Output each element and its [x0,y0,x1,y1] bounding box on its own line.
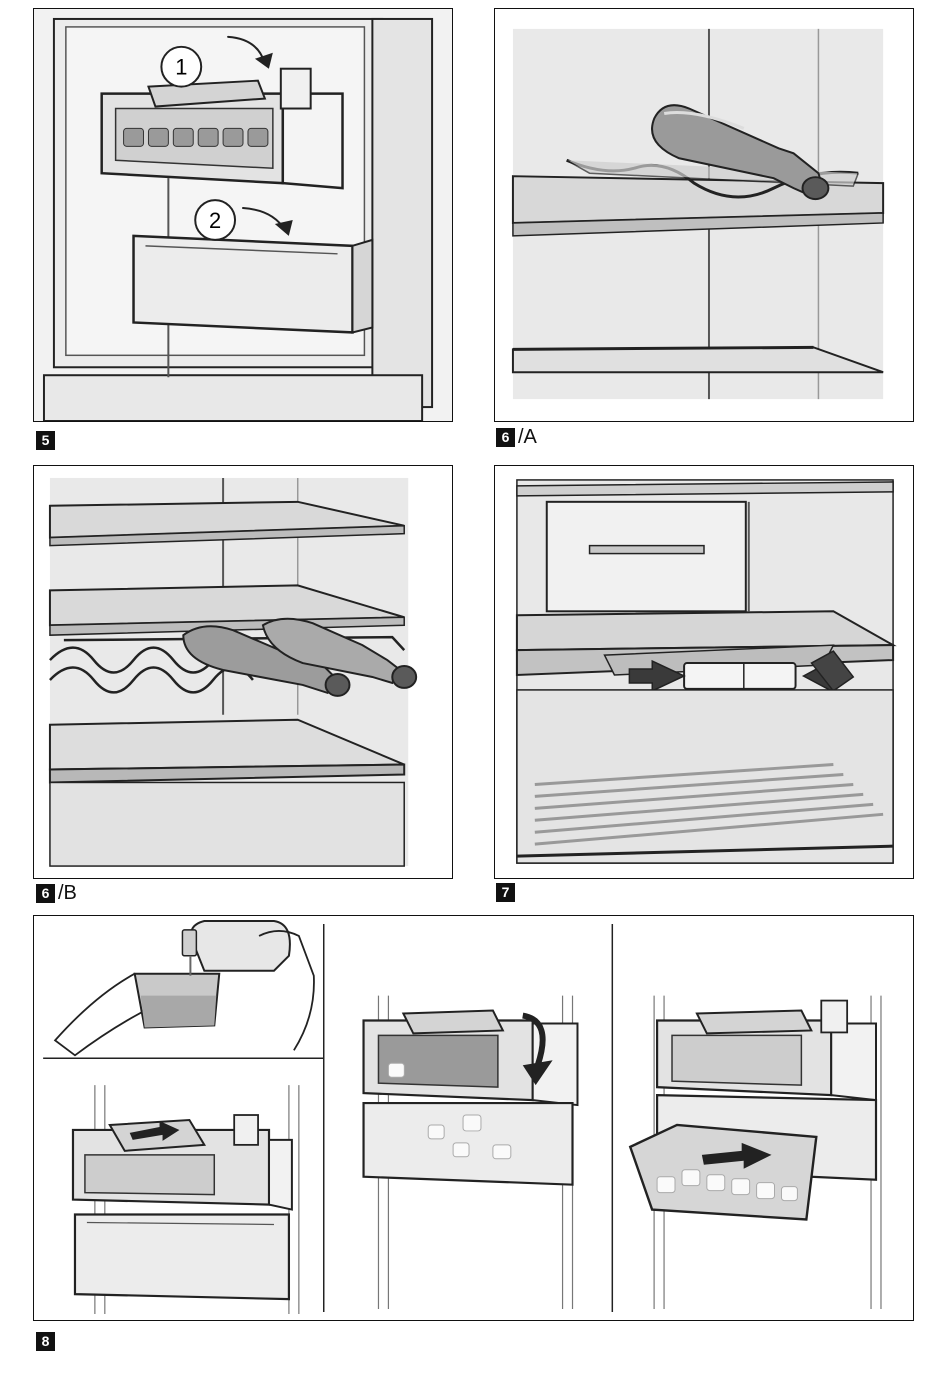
caption-figure-7: 7 [496,883,518,902]
figure-number-badge: 6 [36,884,55,903]
figure-6a-illustration [494,8,914,422]
figure-7-illustration [494,465,914,879]
figure-number-badge: 5 [36,431,55,450]
caption-figure-5: 5 [36,431,58,450]
figure-number-badge: 6 [496,428,515,447]
figure-8-illustration [33,915,914,1321]
figure-number-badge: 8 [36,1332,55,1351]
humidity-slider-drawing [495,466,913,878]
figure-suffix: /B [58,883,77,903]
figure-suffix: /A [518,427,537,447]
caption-figure-8: 8 [36,1332,58,1351]
bottle-rack-under-shelf-drawing [34,466,452,878]
caption-figure-6b: 6 /B [36,883,77,903]
figure-5-illustration: 1 2 [33,8,453,422]
caption-figure-6a: 6 /A [496,427,537,447]
bottle-rack-on-shelf-drawing [495,9,913,421]
figure-number-badge: 7 [496,883,515,902]
callout-1: 1 [175,55,187,80]
ice-making-steps-drawing [34,916,913,1320]
ice-maker-removal-drawing: 1 2 [34,9,452,421]
callout-2: 2 [209,208,221,233]
figure-6b-illustration [33,465,453,879]
